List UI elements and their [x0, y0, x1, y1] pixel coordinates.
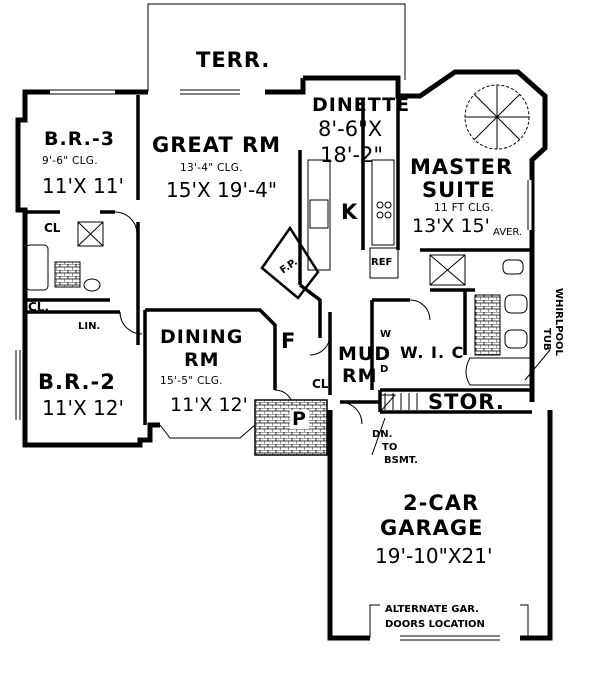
- master-suite-dim-suffix: AVER.: [493, 227, 523, 238]
- foyer-label: F: [281, 329, 297, 353]
- dinette-dim-1: 8'-6"X: [318, 117, 383, 141]
- interior-walls: [25, 95, 532, 425]
- mud-room-label-2: RM: [342, 365, 378, 387]
- master-bay: [464, 84, 530, 150]
- alt-garage-label-1: ALTERNATE GAR.: [385, 604, 479, 615]
- hall-bath-fixtures: [25, 221, 104, 292]
- alt-garage-doors: [369, 604, 529, 638]
- whirlpool-label-2: TUB: [541, 328, 552, 351]
- door-swings: [114, 211, 431, 425]
- basement-stairs: [384, 393, 418, 410]
- garage-label-2: GARAGE: [380, 516, 484, 540]
- terrace-label: TERR.: [196, 48, 271, 72]
- closet-br3-label: CL: [44, 221, 61, 235]
- garage-dim: 19'-10"X21': [375, 544, 493, 568]
- great-room-label: GREAT RM: [152, 133, 282, 157]
- dining-ceiling: 15'-5" CLG.: [160, 375, 223, 387]
- washer-label: W: [380, 329, 392, 340]
- bedroom-2-dim: 11'X 12': [42, 396, 124, 420]
- closet-foyer-label: CL: [312, 377, 329, 391]
- down-label-1: DN.: [372, 429, 393, 440]
- fireplace: [260, 225, 320, 300]
- dining-label-2: RM: [184, 349, 220, 371]
- master-suite-ceiling: 11 FT CLG.: [434, 202, 494, 214]
- basement-leader: [371, 417, 386, 456]
- windows: [15, 89, 535, 641]
- storage-label: STOR.: [428, 390, 505, 414]
- master-suite-label-2: SUITE: [422, 178, 496, 202]
- bedroom-3-dim: 11'X 11': [42, 174, 124, 198]
- bedroom-3-ceiling: 9'-6" CLG.: [42, 155, 98, 167]
- whirlpool-label-1: WHIRLPOOL: [553, 288, 564, 356]
- dinette-dim-2: 18'-2": [320, 143, 384, 167]
- bedroom-3-label: B.R.-3: [44, 128, 116, 150]
- down-label-2: TO: [382, 442, 398, 453]
- kitchen-counters: [307, 159, 399, 279]
- great-room-dim: 15'X 19'-4": [166, 178, 278, 202]
- wic-label: W. I. C: [400, 343, 465, 362]
- garage-label-1: 2-CAR: [403, 491, 480, 515]
- master-suite-label-1: MASTER: [410, 155, 514, 179]
- refrigerator-label: REF: [371, 257, 393, 268]
- kitchen-label: K: [341, 200, 359, 224]
- alt-garage-label-2: DOORS LOCATION: [385, 619, 485, 630]
- terrace-outline: [147, 3, 406, 92]
- dinette-label: DINETTE: [312, 94, 411, 116]
- master-suite-dim: 13'X 15': [412, 215, 490, 237]
- closet-hall-label: CL.: [28, 300, 50, 314]
- great-room-ceiling: 13'-4" CLG.: [180, 162, 243, 174]
- porch-label: P: [290, 408, 309, 430]
- dining-dim: 11'X 12': [170, 394, 248, 416]
- master-bath-fixtures: [429, 254, 533, 386]
- linen-label: LIN.: [78, 321, 101, 332]
- dining-label-1: DINING: [160, 326, 244, 348]
- dining-bay: [159, 332, 276, 439]
- whirlpool-leader: [524, 349, 551, 381]
- mud-room-label-1: MUD: [338, 343, 392, 365]
- dryer-label: D: [380, 364, 389, 375]
- down-label-3: BSMT.: [384, 455, 418, 466]
- exterior-walls: [15, 69, 553, 641]
- bedroom-2-label: B.R.-2: [38, 370, 116, 394]
